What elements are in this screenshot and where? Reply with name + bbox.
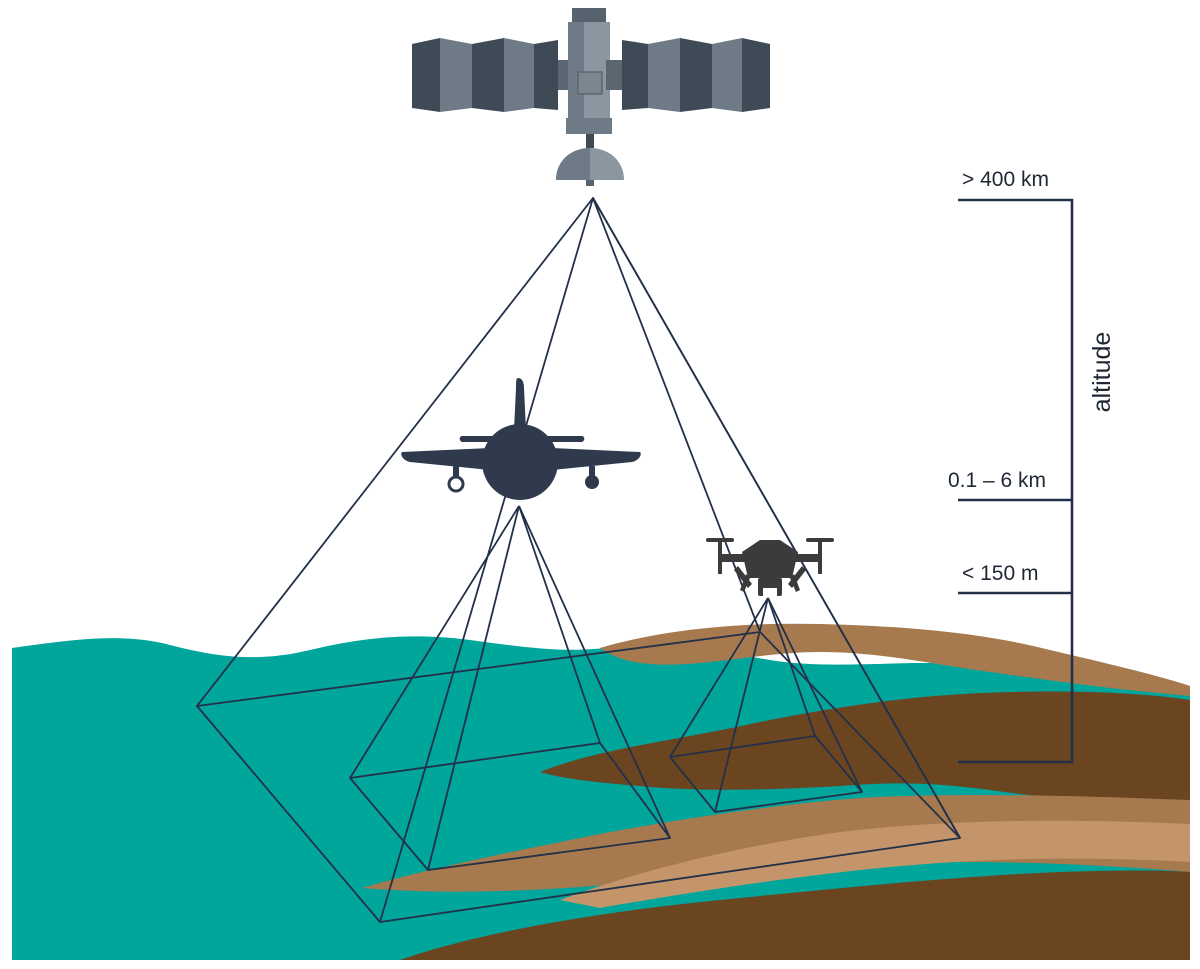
soil-dark-bottom <box>400 870 1190 960</box>
soil-sand <box>560 820 1190 908</box>
label-aircraft-altitude: 0.1 – 6 km <box>948 469 1046 492</box>
left-solar-panel <box>412 38 558 112</box>
label-drone-altitude: < 150 m <box>962 562 1038 585</box>
drone-icon <box>706 538 834 596</box>
satellite-icon <box>412 8 770 186</box>
aircraft-icon <box>401 378 641 500</box>
drone-footprint <box>669 597 863 813</box>
altitude-scale: > 400 km 0.1 – 6 km < 150 m altitude <box>948 168 1116 764</box>
terrain <box>12 623 1190 960</box>
right-solar-panel <box>622 38 770 112</box>
label-satellite-altitude: > 400 km <box>962 168 1049 191</box>
soil-light-top <box>600 623 1190 696</box>
aircraft-footprint <box>349 505 671 871</box>
altitude-axis-title: altitude <box>1088 332 1116 413</box>
soil-dark-middle <box>540 691 1190 803</box>
altitude-axis <box>958 198 1074 764</box>
